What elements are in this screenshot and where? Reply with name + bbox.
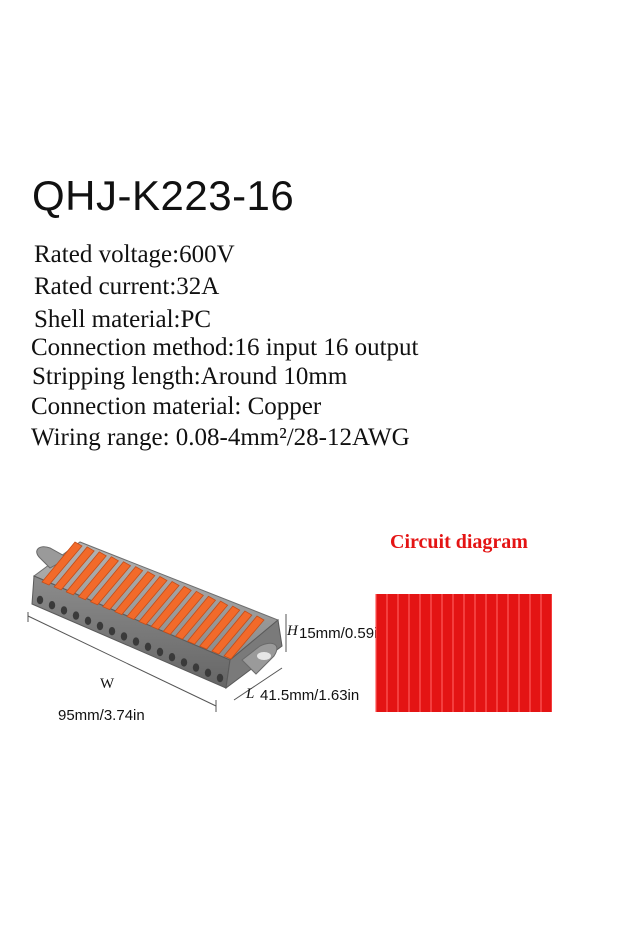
wire-hole bbox=[48, 601, 56, 610]
orange-lever bbox=[199, 605, 241, 650]
orange-lever bbox=[65, 551, 107, 596]
spec-shell-material: Shell material:PC bbox=[34, 306, 212, 333]
spec-stripping-length: Stripping length:Around 10mm bbox=[32, 363, 348, 390]
orange-lever bbox=[41, 541, 83, 586]
connector-illustration bbox=[27, 541, 287, 712]
length-value: 41.5mm/1.63in bbox=[260, 687, 360, 704]
wire-hole bbox=[216, 673, 224, 683]
height-symbol: H bbox=[287, 623, 298, 639]
product-title: QHJ-K223-16 bbox=[32, 172, 295, 219]
orange-lever bbox=[77, 556, 120, 601]
spec-rated-current: Rated current:32A bbox=[34, 273, 220, 300]
wire-hole bbox=[180, 658, 188, 667]
wire-hole bbox=[120, 632, 128, 641]
orange-lever bbox=[211, 610, 253, 655]
wire-hole bbox=[72, 611, 80, 620]
height-value: 15mm/0.59in bbox=[299, 625, 386, 642]
width-value: 95mm/3.74in bbox=[58, 707, 145, 724]
orange-lever bbox=[53, 546, 95, 591]
wire-hole bbox=[84, 616, 92, 625]
orange-lever bbox=[138, 580, 180, 625]
spec-connection-method: Connection method:16 input 16 output bbox=[31, 334, 419, 361]
orange-lever bbox=[174, 595, 217, 640]
circuit-diagram bbox=[375, 594, 552, 712]
orange-lever bbox=[114, 571, 156, 616]
orange-lever bbox=[223, 615, 265, 660]
spec-wiring-range: Wiring range: 0.08-4mm²/28-12AWG bbox=[31, 424, 410, 451]
wire-hole bbox=[144, 642, 152, 651]
length-symbol: L bbox=[246, 686, 255, 702]
wire-hole bbox=[36, 595, 44, 605]
circuit-diagram-title: Circuit diagram bbox=[390, 531, 528, 553]
wire-hole bbox=[108, 627, 116, 636]
wire-hole bbox=[60, 606, 68, 615]
spec-rated-voltage: Rated voltage:600V bbox=[34, 241, 235, 268]
wire-hole bbox=[132, 637, 140, 646]
wire-hole bbox=[96, 621, 104, 631]
wire-hole bbox=[204, 668, 212, 677]
orange-lever bbox=[102, 566, 144, 611]
orange-lever bbox=[89, 561, 132, 606]
orange-lever bbox=[126, 576, 168, 621]
wire-hole bbox=[192, 663, 200, 672]
orange-lever bbox=[186, 600, 229, 645]
wire-hole bbox=[156, 647, 164, 657]
orange-lever bbox=[150, 585, 192, 630]
spec-connection-material: Connection material: Copper bbox=[31, 393, 322, 420]
width-symbol: W bbox=[100, 676, 115, 692]
orange-lever bbox=[162, 590, 204, 635]
wire-hole bbox=[168, 653, 176, 662]
